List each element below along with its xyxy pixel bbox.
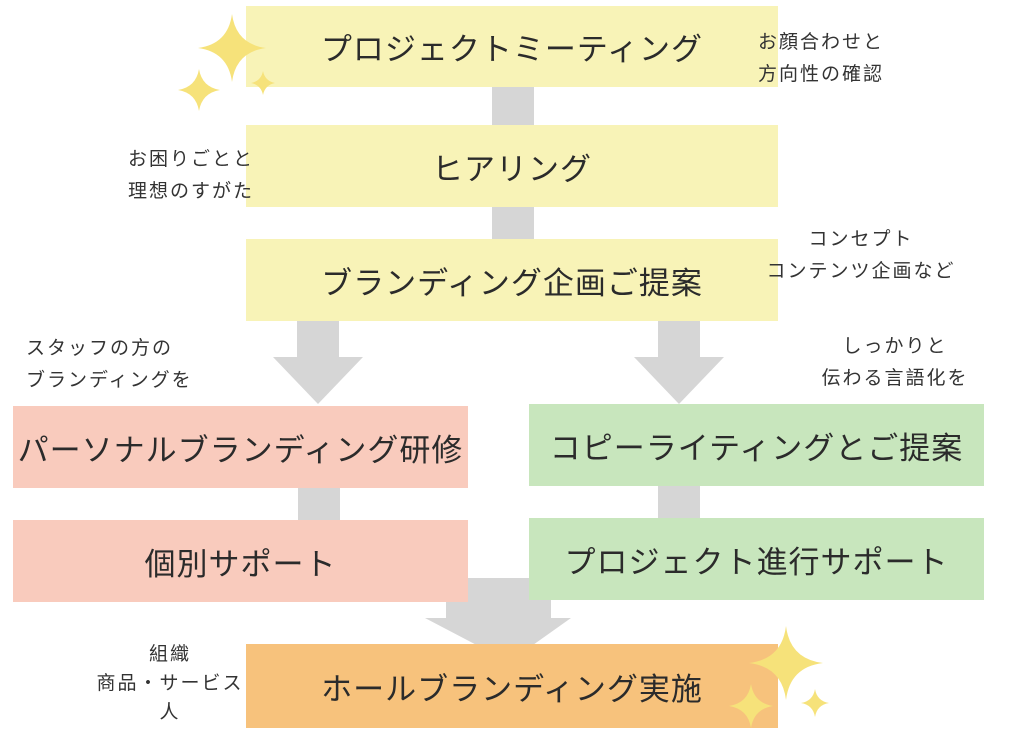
sparkle-icon — [729, 684, 773, 728]
step-individual-support-label: 個別サポート — [144, 546, 337, 583]
step-project-support-label: プロジェクト進行サポート — [564, 544, 949, 581]
note-whole: 組織 商品・サービス 人 — [80, 640, 260, 727]
step-project-support: プロジェクト進行サポート — [529, 518, 984, 600]
arrow-to-copywriting — [634, 321, 724, 404]
sparkle-icon — [178, 69, 220, 111]
sparkle-icon — [251, 71, 275, 95]
connector-hearing-plan — [492, 207, 534, 239]
connector-meeting-hearing — [492, 87, 534, 125]
step-hearing: ヒアリング — [246, 125, 778, 207]
step-hearing-label: ヒアリング — [432, 151, 592, 188]
note-meeting-line-2: 方向性の確認 — [758, 63, 885, 85]
note-hearing: お困りごとと 理想のすがた — [128, 143, 254, 207]
sparkle-icon — [198, 14, 266, 82]
note-staff-line-2: ブランディングを — [26, 369, 193, 391]
note-whole-line-2: 商品・サービス — [96, 672, 244, 694]
sparkle-icon — [801, 689, 829, 717]
sparkle-icon — [749, 626, 823, 700]
step-project-meeting-label: プロジェクトミーティング — [320, 32, 704, 68]
note-verbalize: しっかりと 伝わる言語化を — [800, 330, 990, 394]
note-meeting: お顔合わせと 方向性の確認 — [758, 26, 884, 90]
step-personal-training: パーソナルブランディング研修 — [13, 406, 468, 488]
note-meeting-line-1: お顔合わせと — [758, 31, 885, 53]
step-copywriting: コピーライティングとご提案 — [529, 404, 984, 486]
connector-copy-project — [658, 486, 700, 518]
note-verbalize-line-1: しっかりと — [842, 335, 948, 357]
note-whole-line-3: 人 — [159, 701, 181, 723]
note-hearing-line-1: お困りごとと — [128, 148, 255, 170]
step-branding-plan-label: ブランディング企画ご提案 — [321, 265, 703, 302]
note-whole-line-1: 組織 — [148, 643, 191, 665]
step-project-meeting: プロジェクトミーティング — [246, 6, 778, 87]
step-whole-branding-label: ホールブランディング実施 — [321, 671, 703, 708]
step-branding-plan: ブランディング企画ご提案 — [246, 239, 778, 321]
note-branding-plan-line-2: コンテンツ企画など — [766, 260, 956, 282]
step-individual-support: 個別サポート — [13, 520, 468, 602]
arrow-to-personal-training — [273, 321, 363, 404]
note-hearing-line-2: 理想のすがた — [128, 180, 255, 202]
note-staff: スタッフの方の ブランディングを — [26, 332, 193, 396]
step-copywriting-label: コピーライティングとご提案 — [549, 430, 964, 467]
connector-training-support — [298, 488, 340, 520]
note-verbalize-line-2: 伝わる言語化を — [821, 367, 969, 389]
step-personal-training-label: パーソナルブランディング研修 — [17, 432, 464, 469]
note-staff-line-1: スタッフの方の — [26, 337, 174, 359]
step-whole-branding: ホールブランディング実施 — [246, 644, 778, 728]
note-branding-plan: コンセプト コンテンツ企画など — [756, 223, 966, 287]
note-branding-plan-line-1: コンセプト — [808, 228, 914, 250]
